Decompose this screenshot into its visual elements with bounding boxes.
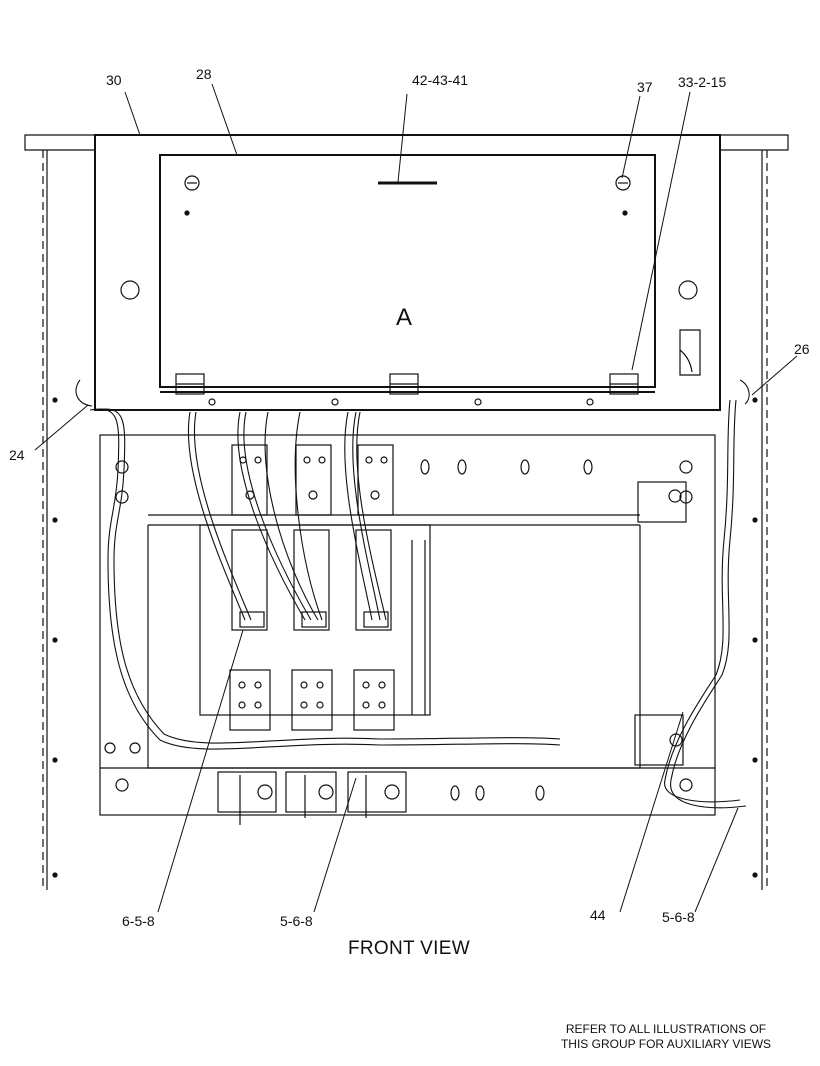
auxiliary-views-note: REFER TO ALL ILLUSTRATIONS OF THIS GROUP… <box>530 1022 802 1052</box>
view-title: FRONT VIEW <box>348 938 470 959</box>
leader-lines <box>34 83 798 913</box>
note-line-1: REFER TO ALL ILLUSTRATIONS OF <box>565 1022 767 1036</box>
callout-5-6-8-left: 5-6-8 <box>280 913 313 929</box>
enclosure-box <box>94 134 721 411</box>
mounting-panel <box>99 434 716 816</box>
callout-44: 44 <box>590 907 606 923</box>
callout-42-43-41: 42-43-41 <box>412 72 468 88</box>
callout-28: 28 <box>196 66 212 82</box>
callout-24: 24 <box>9 447 25 463</box>
callout-33-2-15: 33-2-15 <box>678 74 726 90</box>
zone-label: A <box>396 304 412 331</box>
cover-plate <box>159 154 656 406</box>
callout-6-5-8: 6-5-8 <box>122 913 155 929</box>
wiring-harness <box>75 379 750 809</box>
callout-30: 30 <box>106 72 122 88</box>
upper-terminals <box>231 444 394 516</box>
callout-5-6-8-right: 5-6-8 <box>662 909 695 925</box>
lower-terminals <box>229 669 395 731</box>
callout-26: 26 <box>794 341 810 357</box>
note-line-2: THIS GROUP FOR AUXILIARY VIEWS <box>560 1037 772 1051</box>
breaker-body <box>199 524 431 716</box>
callout-37: 37 <box>637 79 653 95</box>
frame-posts <box>46 150 763 890</box>
bottom-clamps <box>217 771 407 825</box>
